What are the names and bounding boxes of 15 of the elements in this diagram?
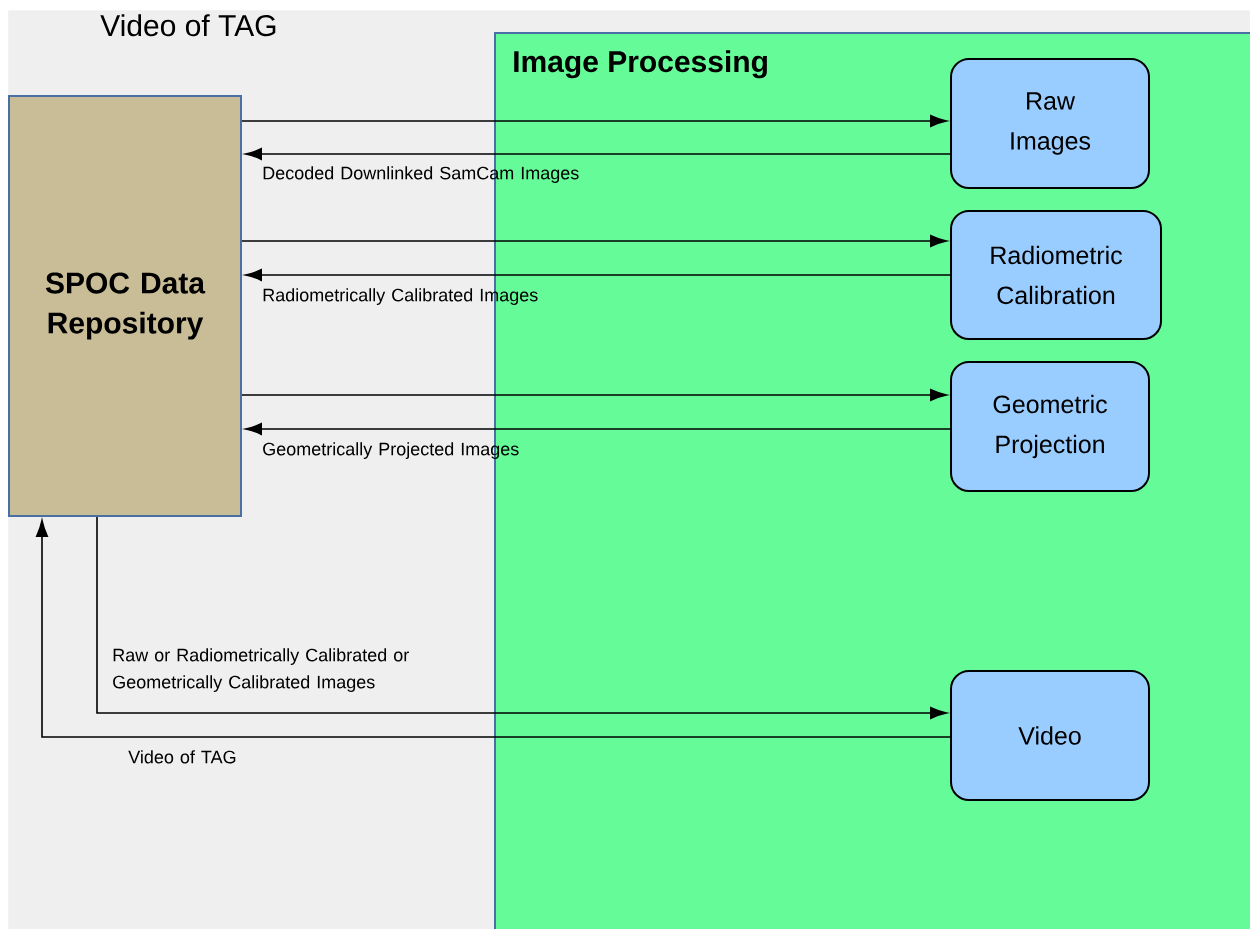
arrow	[36, 520, 951, 738]
arrow	[245, 148, 951, 160]
process-box: Raw Images	[950, 58, 1150, 189]
edge-label: Raw or Radiometrically Calibrated or Geometrically Calibrated Images	[113, 648, 409, 692]
process-box: Video	[950, 670, 1150, 801]
process-box: Radiometric Calibration	[950, 210, 1162, 340]
repository-box: SPOC Data Repository	[8, 95, 242, 517]
arrow	[96, 516, 948, 719]
arrow	[245, 423, 951, 435]
arrow	[241, 115, 948, 127]
arrow	[245, 269, 951, 281]
arrow	[241, 235, 948, 247]
process-box: Geometric Projection	[950, 361, 1150, 492]
edge-label: Video of TAG	[128, 750, 236, 764]
arrow	[241, 389, 948, 401]
